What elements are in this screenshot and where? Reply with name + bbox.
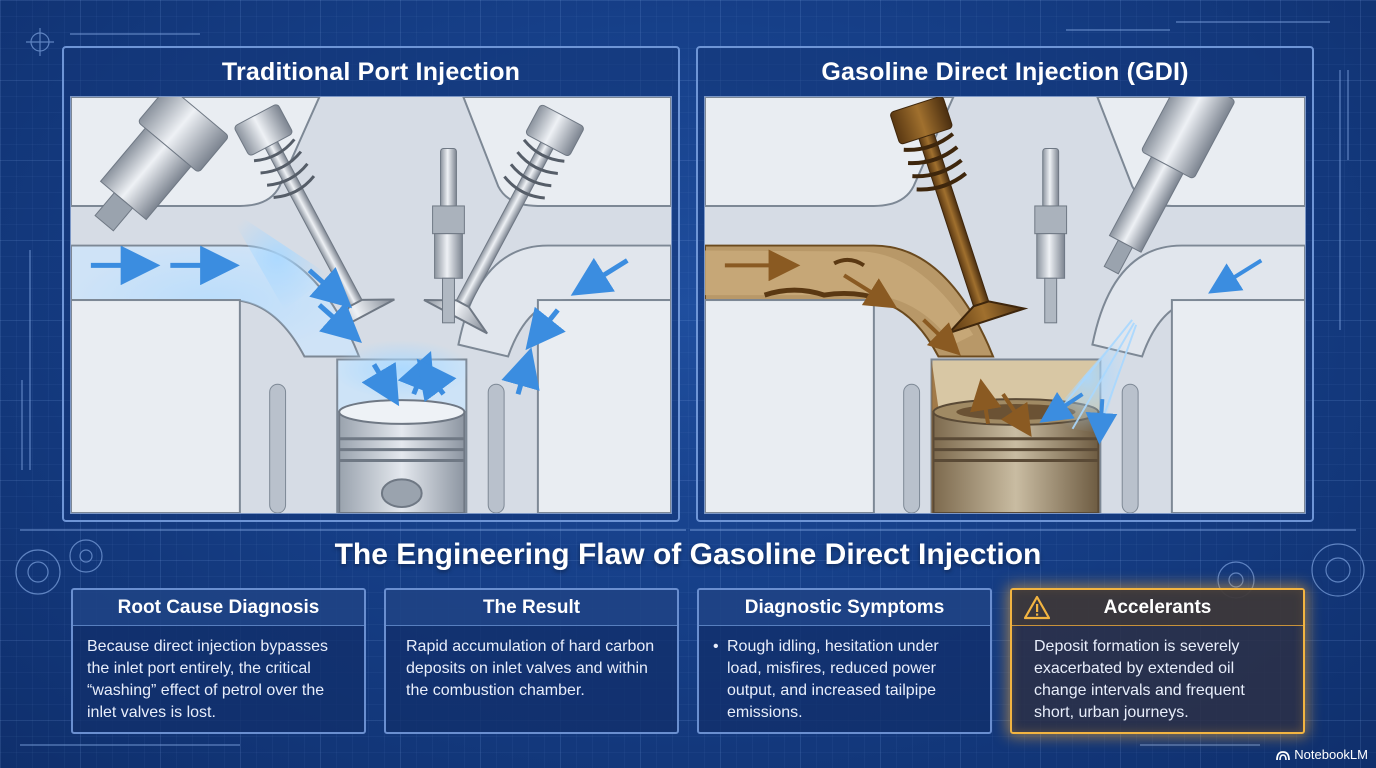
accelerants-header: Accelerants [1012, 590, 1303, 626]
accelerants-title: Accelerants [1103, 596, 1212, 618]
root-cause-title: Root Cause Diagnosis [73, 590, 364, 626]
port-injection-illustration [70, 96, 672, 514]
notebooklm-logo-icon [1276, 750, 1291, 760]
port-injection-title: Traditional Port Injection [221, 57, 521, 86]
root-cause-card: Root Cause Diagnosis Because direct inje… [71, 588, 366, 734]
gdi-title: Gasoline Direct Injection (GDI) [821, 57, 1189, 86]
port-injection-panel: Traditional Port Injection [62, 46, 680, 522]
warning-triangle-icon [1024, 595, 1050, 620]
accelerants-body: Deposit formation is severely exacerbate… [1034, 638, 1245, 721]
bullet-dot: • [713, 638, 719, 655]
result-card: The Result Rapid accumulation of hard ca… [384, 588, 679, 734]
symptoms-title: Diagnostic Symptoms [699, 590, 990, 626]
result-body: Rapid accumulation of hard carbon deposi… [406, 638, 655, 699]
symptoms-card: Diagnostic Symptoms • Rough idling, hesi… [697, 588, 992, 734]
notebooklm-brand: NotebookLM [1276, 747, 1368, 762]
symptoms-body: • Rough idling, hesitation under load, m… [699, 626, 990, 724]
accelerants-card: Accelerants Deposit formation is severel… [1010, 588, 1305, 734]
root-cause-body: Because direct injection bypasses the in… [87, 638, 329, 721]
gdi-illustration [704, 96, 1306, 514]
brand-label: NotebookLM [1294, 747, 1368, 762]
symptoms-text: Rough idling, hesitation under load, mis… [727, 638, 939, 721]
result-title: The Result [386, 590, 677, 626]
gdi-panel: Gasoline Direct Injection (GDI) [696, 46, 1314, 522]
main-title: The Engineering Flaw of Gasoline Direct … [334, 538, 1042, 571]
